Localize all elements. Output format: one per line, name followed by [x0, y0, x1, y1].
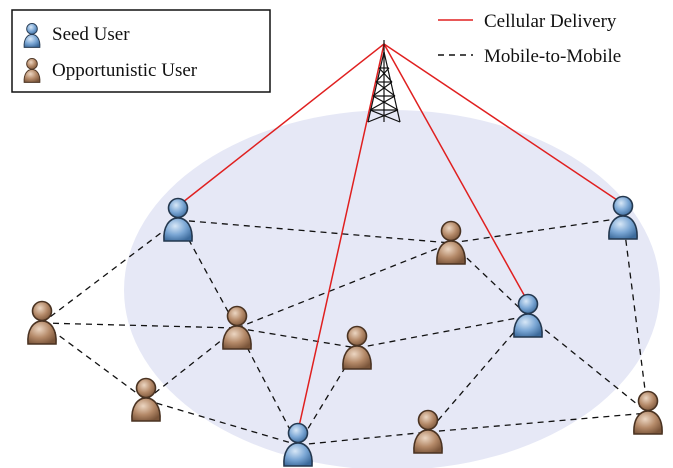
mobile-link-s3-o7 [527, 315, 649, 414]
mobile-link-s1-o2 [177, 219, 238, 329]
opportunistic-user-icon-o5 [131, 377, 161, 422]
coverage-area [124, 110, 660, 468]
cellular-link-s4 [297, 43, 385, 432]
mobile-link-o6-o7 [427, 412, 649, 433]
mobile-link-o2-o5 [145, 327, 238, 401]
legend-mobile-label: Mobile-to-Mobile [484, 46, 621, 67]
mobile-link-o3-s2 [450, 217, 624, 244]
opportunistic-user-icon-o1 [27, 300, 57, 345]
mobile-link-o3-s3 [450, 242, 529, 317]
mobile-links [41, 217, 649, 446]
legend-users-box [11, 9, 271, 93]
opportunistic-user-icon-o7 [633, 390, 663, 435]
mobile-link-o2-o3 [236, 242, 452, 329]
legend-opportunistic-user-label: Opportunistic User [52, 60, 198, 81]
cellular-link-s3 [383, 43, 529, 303]
legend-seed-user-label: Seed User [52, 24, 130, 45]
cellular-link-s1 [177, 43, 385, 207]
cellular-links [177, 43, 624, 432]
mobile-link-o1-o5 [41, 322, 147, 401]
mobile-link-o2-o4 [236, 327, 358, 349]
mobile-link-o5-s4 [145, 399, 299, 446]
mobile-link-s1-o3 [177, 219, 452, 244]
cellular-link-s2 [383, 43, 624, 205]
mobile-link-s3-o6 [427, 315, 529, 433]
mobile-link-o4-s3 [356, 315, 529, 349]
legend-links: Cellular Delivery Mobile-to-Mobile [438, 11, 621, 67]
legend-users: Seed User Opportunistic User [11, 9, 271, 93]
cell-tower-icon [367, 40, 401, 123]
legend-cellular-label: Cellular Delivery [484, 11, 617, 32]
mobile-link-o4-s4 [297, 347, 358, 446]
